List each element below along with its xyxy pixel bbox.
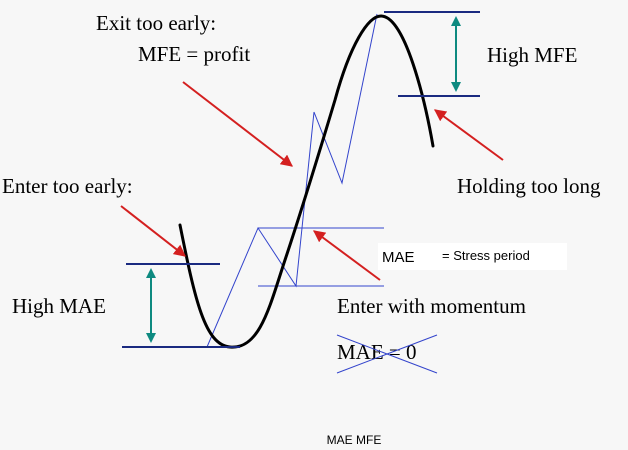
holding-long-arrow xyxy=(434,109,504,161)
mae-box-note: = Stress period xyxy=(442,248,530,263)
exit-early-arrow xyxy=(182,81,293,167)
enter-momentum-label: Enter with momentum xyxy=(337,294,526,318)
high-mae-label: High MAE xyxy=(12,294,106,318)
high-mfe-label: High MFE xyxy=(487,43,577,67)
caption: MAE MFE xyxy=(327,433,382,447)
exit-early-label: Exit too early: xyxy=(96,11,216,35)
cross-out-line-2 xyxy=(336,334,438,374)
enter-momentum-arrow xyxy=(313,230,381,281)
enter-early-label: Enter too early: xyxy=(2,174,133,198)
price-curve xyxy=(178,14,435,349)
exit-early-formula: MFE = profit xyxy=(138,42,250,66)
mae-box-title: MAE xyxy=(382,249,415,266)
enter-early-arrow xyxy=(120,205,186,257)
holding-long-label: Holding too long xyxy=(457,174,601,198)
mae-stress-box xyxy=(378,243,567,270)
